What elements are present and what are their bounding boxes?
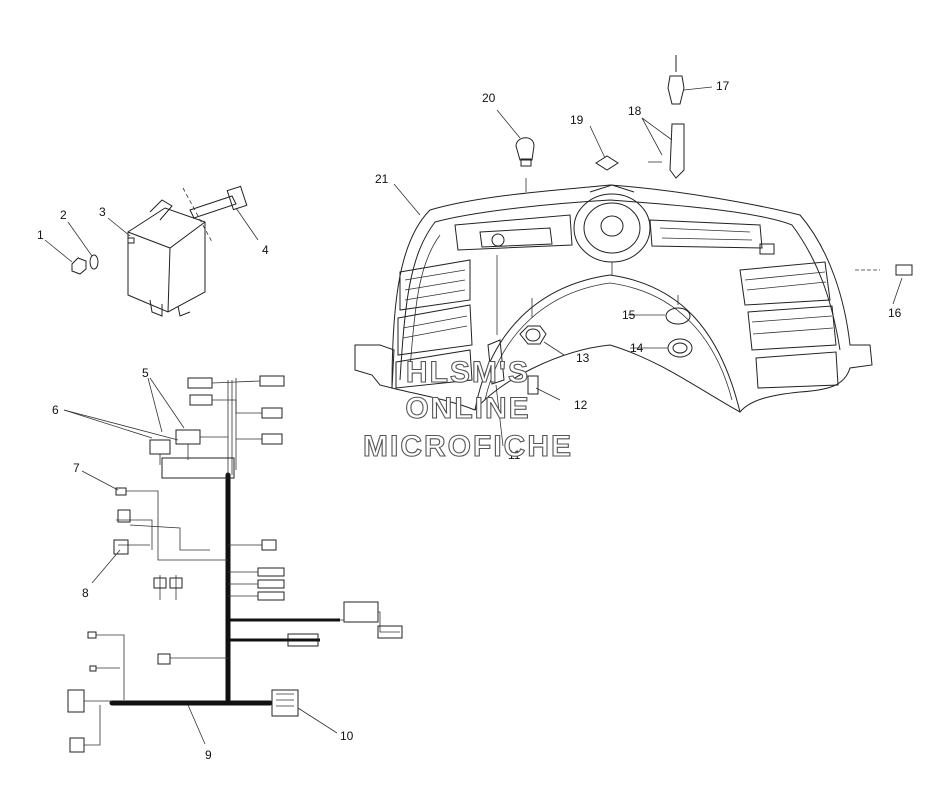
callout-19: 19 (570, 113, 584, 127)
callout-14: 14 (630, 341, 644, 355)
callout-4: 4 (262, 243, 269, 257)
control-module (71, 185, 248, 317)
callout-8: 8 (82, 586, 89, 600)
wiring-harness (67, 375, 403, 753)
callout-13: 13 (576, 351, 590, 365)
callout-12: 12 (574, 398, 588, 412)
callout-20: 20 (482, 91, 496, 105)
watermark-line-1: HLSM'S (406, 356, 530, 389)
callout-1: 1 (37, 228, 44, 242)
callout-11: 11 (508, 448, 521, 462)
callout-7: 7 (73, 461, 80, 475)
callout-18: 18 (628, 104, 642, 118)
watermark: HLSM'S ONLINE MICROFICHE (362, 355, 573, 463)
dash-panel (354, 184, 873, 413)
callout-10: 10 (340, 729, 354, 743)
callout-17: 17 (716, 79, 730, 93)
leader-lines (44, 86, 903, 745)
small-parts (487, 55, 913, 395)
callout-2: 2 (60, 208, 67, 222)
watermark-line-2: ONLINE (405, 392, 530, 425)
callout-21: 21 (375, 172, 389, 186)
callout-3: 3 (99, 205, 106, 219)
callout-16: 16 (888, 306, 902, 320)
callout-9: 9 (205, 748, 212, 762)
callout-labels: 1 2 3 4 5 6 7 8 9 10 11 12 13 14 15 16 1… (37, 79, 902, 762)
watermark-line-3: MICROFICHE (363, 430, 573, 463)
callout-15: 15 (622, 308, 636, 322)
callout-6: 6 (52, 403, 59, 417)
callout-5: 5 (142, 366, 149, 380)
